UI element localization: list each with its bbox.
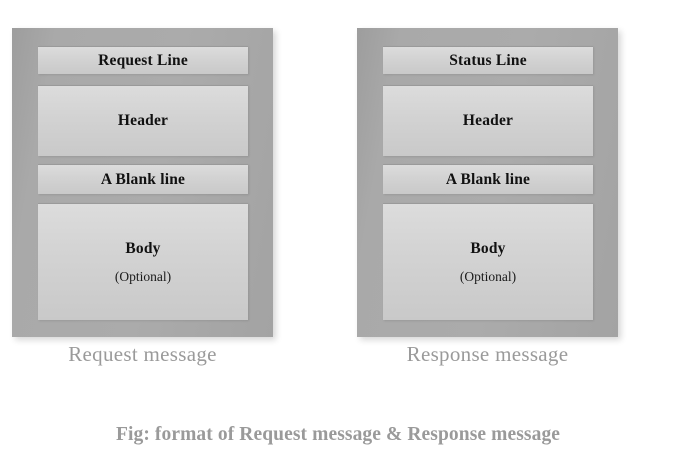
response-header-label: Header (462, 112, 514, 130)
response-message-frame: Status Line Header A Blank line Body (Op… (357, 28, 618, 337)
request-line-label: Request Line (98, 51, 188, 69)
status-line-box: Status Line (383, 46, 593, 74)
response-body-box: Body (Optional) (383, 203, 593, 320)
request-body-box: Body (Optional) (38, 203, 248, 320)
request-message-frame: Request Line Header A Blank line Body (O… (12, 28, 273, 337)
request-header-box: Header (38, 85, 248, 156)
request-body-label: Body (125, 239, 161, 257)
request-blank-line-box: A Blank line (38, 164, 248, 194)
response-message-caption: Response message (406, 342, 569, 366)
request-message-caption: Request message (68, 342, 217, 366)
response-body-optional-label: (Optional) (459, 268, 517, 284)
response-blank-line-label: A Blank line (445, 170, 531, 188)
figure-caption: Fig: format of Request message & Respons… (115, 424, 561, 445)
request-line-box: Request Line (38, 46, 248, 74)
request-body-optional-label: (Optional) (114, 268, 172, 284)
request-header-label: Header (117, 112, 169, 130)
response-blank-line-box: A Blank line (383, 164, 593, 194)
response-header-box: Header (383, 85, 593, 156)
response-body-label: Body (470, 239, 506, 257)
status-line-label: Status Line (449, 51, 527, 69)
request-blank-line-label: A Blank line (100, 170, 186, 188)
